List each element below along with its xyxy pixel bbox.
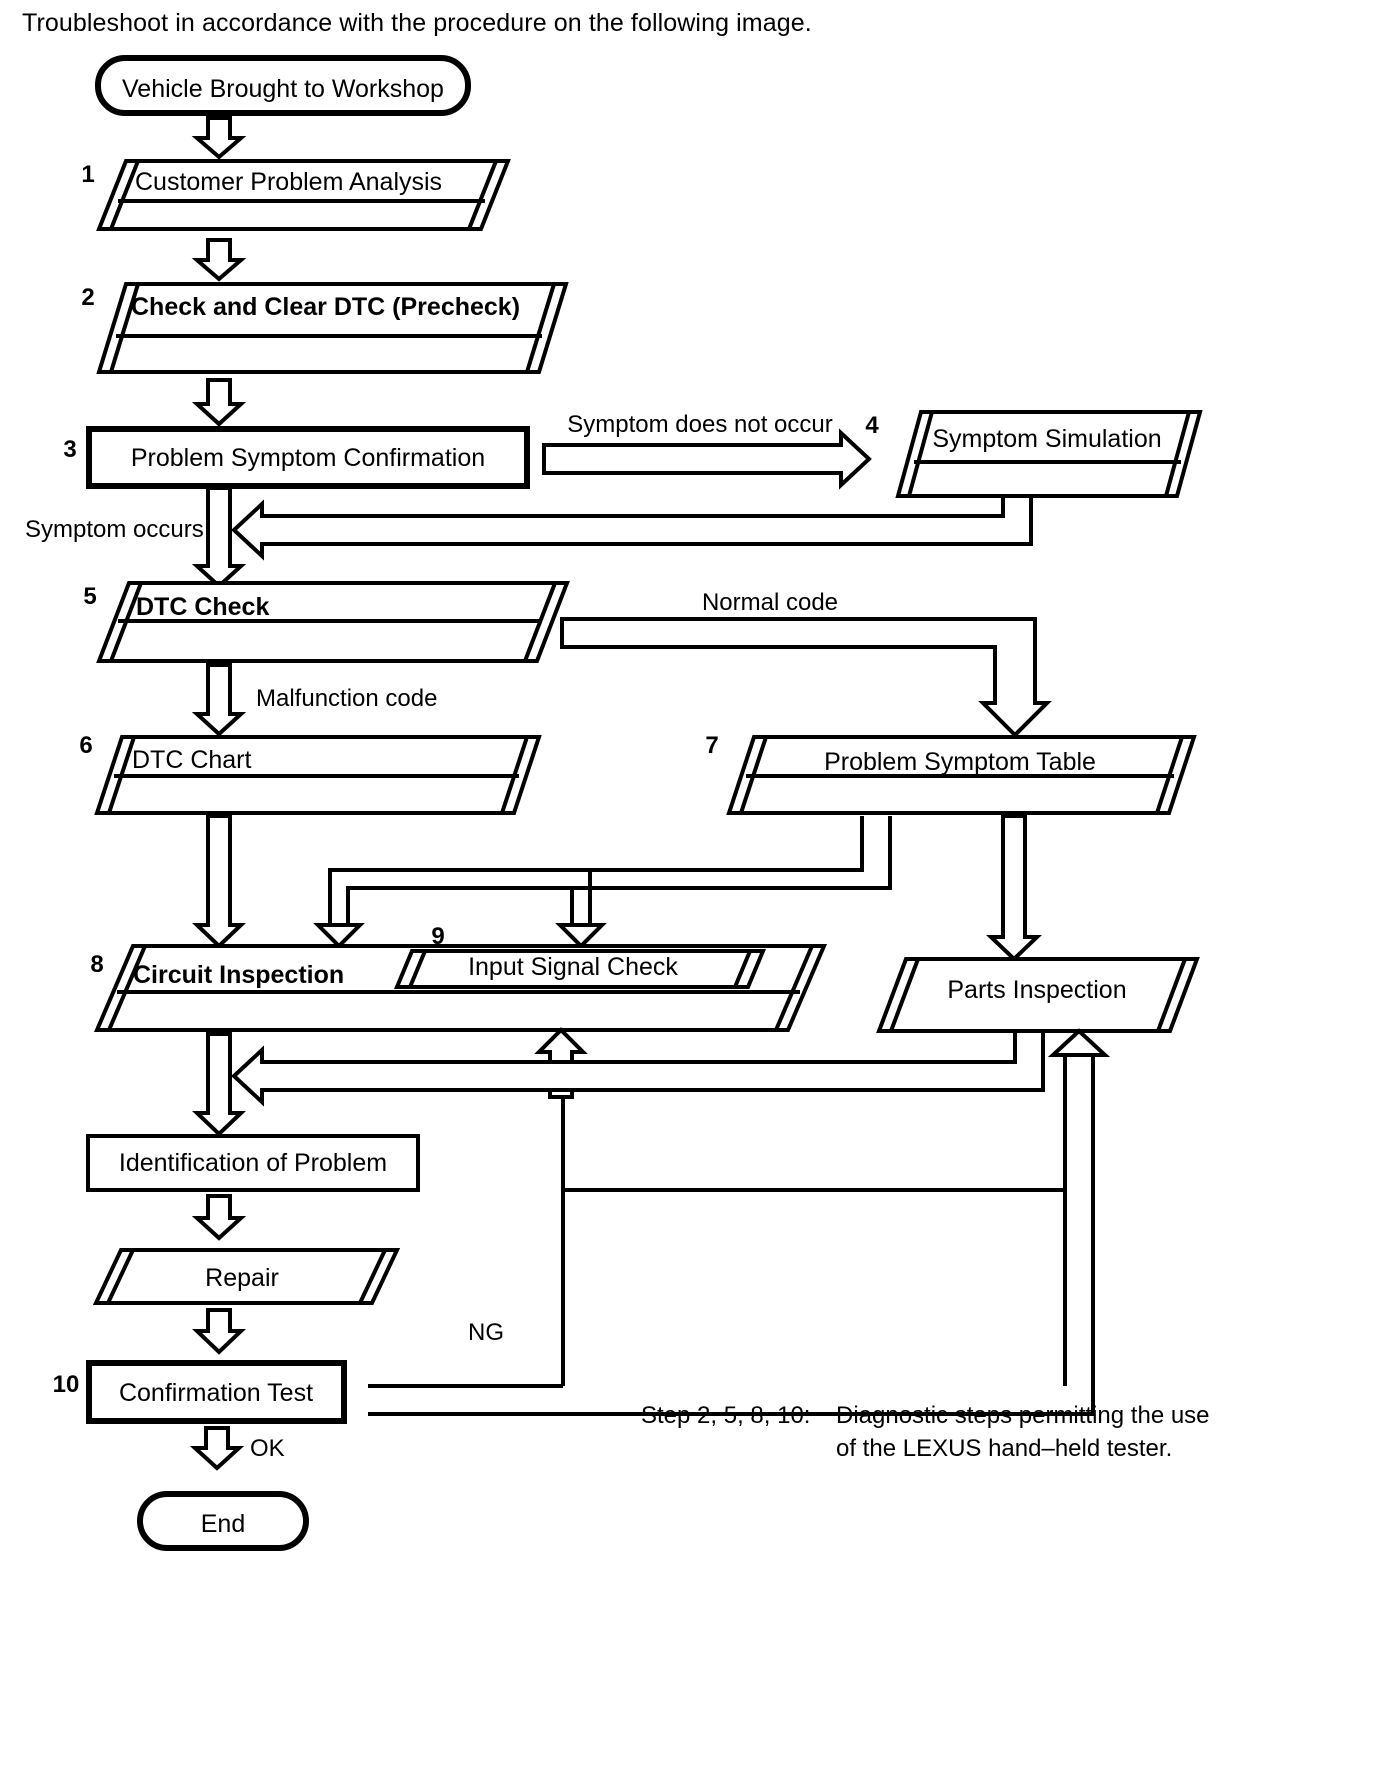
node-2-outer [96, 282, 569, 374]
node-5-step: 5 [83, 583, 96, 610]
node-5-label: DTC Check [136, 593, 269, 621]
arrow-3-to-4 [542, 428, 872, 490]
node-9-right-double [733, 950, 752, 988]
node-9-outer [394, 949, 766, 989]
edge-label-malfunction-code: Malfunction code [256, 685, 437, 712]
node-10-rect [86, 1360, 347, 1424]
node-4-outer [895, 410, 1203, 498]
node-10-label: Confirmation Test [119, 1379, 313, 1407]
node-9: 9 Input Signal Check [394, 923, 766, 989]
repair-left-double [106, 1249, 135, 1304]
arrow-5-to-7 [560, 617, 1052, 738]
node-4-left-double [907, 411, 934, 497]
node-end-label: End [201, 1510, 245, 1538]
node-2: 2 Check and Clear DTC (Precheck) [81, 282, 569, 374]
node-4-step: 4 [865, 412, 879, 439]
identification-label: Identification of Problem [119, 1149, 387, 1177]
node-end: End [137, 1491, 309, 1551]
node-3: 3 Problem Symptom Confirmation [63, 426, 530, 489]
edge-label-symptom-does-not-occur: Symptom does not occur [567, 411, 832, 438]
start-stadium [95, 55, 471, 116]
node-3-label: Problem Symptom Confirmation [131, 444, 485, 472]
diagnostic-note: Step 2, 5, 8, 10: Diagnostic steps permi… [641, 1402, 1210, 1462]
node-repair: Repair [92, 1248, 401, 1305]
node-9-step: 9 [431, 923, 444, 950]
node-7: 7 Problem Symptom Table [705, 732, 1197, 815]
node-4: 4 Symptom Simulation [865, 410, 1203, 498]
arrow-confirmation-to-end [189, 1426, 245, 1471]
node-3-step: 3 [63, 436, 76, 463]
end-stadium [137, 1491, 309, 1551]
parts-label: Parts Inspection [947, 976, 1126, 1004]
node-1-step: 1 [81, 161, 94, 188]
node-2-right-double [525, 283, 556, 373]
parts-outer [876, 957, 1200, 1033]
arrow-2-to-3 [191, 378, 247, 427]
repair-right-double [358, 1249, 387, 1304]
intro-text: Troubleshoot in accordance with the proc… [22, 9, 812, 37]
node-9-left-double [408, 950, 427, 988]
connector-7-to-8-and-9 [313, 816, 892, 949]
node-1-left-double [109, 160, 140, 230]
note-line-1: Diagnostic steps permitting the use [836, 1402, 1210, 1429]
edge-label-symptom-occurs: Symptom occurs [25, 516, 204, 543]
node-4-right-double [1164, 411, 1191, 497]
node-6: 6 DTC Chart [79, 732, 542, 815]
node-1-label: Customer Problem Analysis [135, 168, 442, 196]
node-3-rect [86, 426, 530, 489]
note-line-2: of the LEXUS hand–held tester. [836, 1435, 1172, 1462]
node-identification: Identification of Problem [86, 1134, 420, 1192]
node-2-step: 2 [81, 284, 94, 311]
connector-ng-loop [368, 1028, 1111, 1416]
arrow-4-feedback-to-5 [231, 494, 1033, 561]
note-prefix: Step 2, 5, 8, 10: [641, 1402, 810, 1429]
edge-label-ok: OK [250, 1435, 285, 1462]
identification-rect [86, 1134, 420, 1192]
node-2-left-double [109, 283, 140, 373]
node-5: 5 DTC Check [83, 581, 570, 663]
arrow-3-to-5 [191, 486, 247, 589]
node-9-label: Input Signal Check [468, 953, 678, 981]
node-start: Vehicle Brought to Workshop [95, 55, 471, 116]
node-8-left-double [107, 945, 147, 1031]
node-1: 1 Customer Problem Analysis [81, 159, 511, 231]
node-8-label: Circuit Inspection [133, 961, 344, 989]
node-6-step: 6 [79, 732, 92, 759]
arrow-1-to-2 [191, 238, 247, 282]
parts-right-double [1156, 958, 1187, 1032]
node-start-label: Vehicle Brought to Workshop [122, 75, 444, 103]
repair-outer [92, 1248, 401, 1305]
arrow-5-to-6 [191, 663, 247, 737]
edge-label-ng: NG [468, 1319, 504, 1346]
repair-label: Repair [205, 1264, 279, 1292]
node-6-label: DTC Chart [132, 746, 252, 774]
arrow-6-to-8 [192, 814, 246, 949]
arrow-7-to-parts [986, 814, 1042, 962]
node-8-step: 8 [90, 951, 103, 978]
node-7-step: 7 [705, 732, 718, 759]
node-10-step: 10 [53, 1371, 80, 1398]
node-parts-inspection: Parts Inspection [876, 957, 1200, 1033]
node-4-label: Symptom Simulation [932, 425, 1161, 453]
node-10: 10 Confirmation Test [53, 1360, 347, 1424]
arrow-8-to-identification [192, 1032, 246, 1137]
edge-label-normal-code: Normal code [702, 589, 838, 616]
arrow-start-to-1 [191, 116, 247, 160]
arrow-repair-to-confirmation [192, 1308, 246, 1355]
node-7-label: Problem Symptom Table [824, 748, 1096, 776]
node-1-outer [96, 159, 511, 231]
arrow-parts-feedback-left [231, 1029, 1045, 1107]
parts-left-double [889, 958, 920, 1032]
node-1-right-double [467, 160, 498, 230]
node-2-label: Check and Clear DTC (Precheck) [131, 293, 520, 321]
arrow-identification-to-repair [191, 1194, 247, 1241]
node-8-right-double [774, 945, 814, 1031]
